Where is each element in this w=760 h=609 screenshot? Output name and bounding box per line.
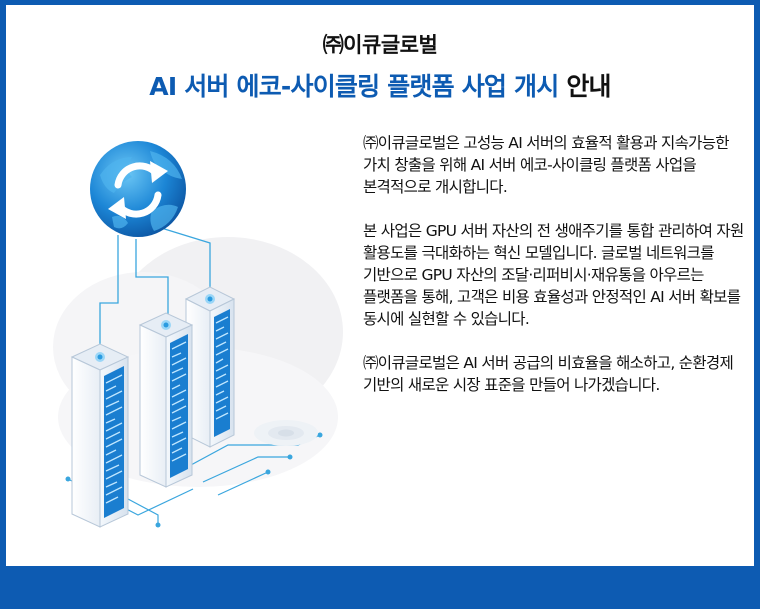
paragraph: ㈜이큐글로벌은 고성능 AI 서버의 효율적 활용과 지속가능한 가치 창출을 …: [363, 134, 730, 196]
footer-band: [6, 566, 760, 609]
globe-recycle-icon: [90, 141, 186, 237]
paragraph: ㈜이큐글로벌은 AI 서버 공급의 비효율을 해소하고, 순환경제 기반의 새로…: [363, 354, 734, 394]
server-rack-icon: [70, 343, 130, 528]
title-highlight: AI 서버 에코-사이클링 플랫폼 사업 개시: [149, 72, 559, 101]
signal-ripple: [254, 420, 318, 446]
company-name: ㈜이큐글로벌: [322, 33, 438, 57]
title-suffix: 안내: [566, 72, 611, 101]
page-title: AI 서버 에코-사이클링 플랫폼 사업 개시 안내: [6, 67, 754, 103]
server-rack-icon: [184, 286, 236, 448]
server-rack-icon: [138, 312, 194, 488]
paragraph: 본 사업은 GPU 서버 자산의 전 생애주기를 통합 관리하여 자원 활용도를…: [363, 222, 744, 328]
server-recycling-illustration: [53, 141, 343, 528]
announcement-body: ㈜이큐글로벌은 고성능 AI 서버의 효율적 활용과 지속가능한 가치 창출을 …: [363, 132, 748, 418]
